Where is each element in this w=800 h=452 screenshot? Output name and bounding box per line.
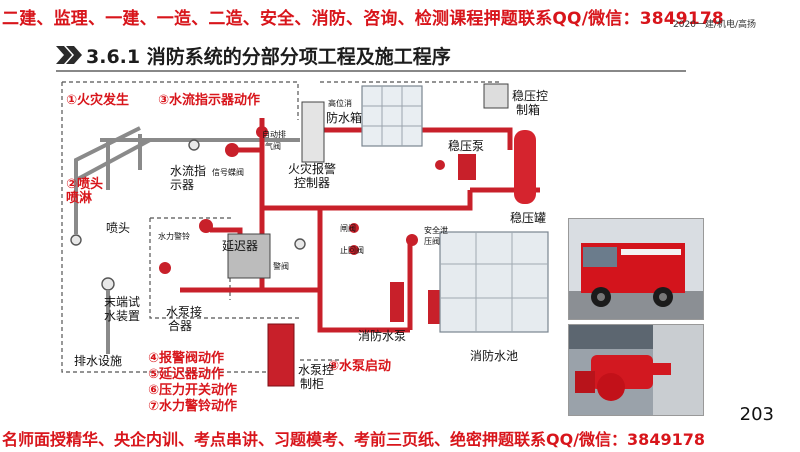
label-pump-connector-b: 合器 [168, 319, 193, 333]
label-signal-valve: 信号蝶阀 [212, 168, 244, 177]
pump-machine-icon [569, 325, 703, 415]
label-flow-indicator-b: 示器 [170, 178, 195, 192]
fire-pool [439, 231, 549, 333]
label-sprinkler: 喷头 [106, 221, 131, 235]
label-high-tank-a: 高位消 [328, 99, 352, 108]
label-drain: 排水设施 [74, 354, 123, 368]
fire-alarm-controller [301, 101, 325, 163]
title-divider [56, 70, 686, 72]
label-high-tank-b: 防水箱 [326, 111, 363, 125]
label-check-valve: 止回阀 [340, 246, 364, 255]
label-auto-vent-b: 气阀 [265, 142, 281, 151]
label-pump-connector-a: 水泵接 [166, 305, 203, 319]
label-gate-valve: 闸阀 [340, 224, 356, 233]
label-pump-cabinet-a: 水泵控 [298, 363, 335, 377]
label-alarm-valve: 警阀 [273, 262, 289, 271]
label-water-bell: 水力警铃 [158, 232, 190, 241]
pump-control-cabinet [267, 323, 295, 387]
step-2-label-a: ②喷头 [66, 177, 104, 192]
bottom-banner-text: 名师面授精华、央企内训、考点串讲、习题模考、考前三页纸、绝密押题联系QQ/微信：… [2, 430, 705, 449]
label-fire-controller-a: 火灾报警 [288, 162, 337, 176]
step-3-label: ③水流指示器动作 [158, 93, 261, 108]
step-6-label: ⑥压力开关动作 [148, 383, 238, 398]
double-chevron-icon [56, 46, 82, 64]
high-water-tank [361, 85, 423, 147]
label-test-device-b: 水装置 [104, 309, 141, 323]
fire-pump-units [390, 282, 442, 324]
label-auto-vent-a: 自动排 [262, 130, 286, 139]
fire-truck-icon [569, 219, 703, 319]
label-pressure-pump: 稳压泵 [448, 139, 485, 153]
alarm-valve-body [227, 233, 271, 279]
fire-pump-photo [568, 324, 704, 416]
label-safety-valve-b: 压阀 [424, 237, 440, 246]
label-pressure-box-a: 稳压控 [512, 89, 549, 103]
valve-markers [159, 126, 445, 274]
label-pump-cabinet-b: 制柜 [300, 377, 325, 391]
step-4-label: ④报警阀动作 [148, 351, 225, 366]
page-number: 203 [739, 404, 774, 425]
label-delay: 延迟器 [222, 239, 259, 253]
fire-truck-photo [568, 218, 704, 320]
pressure-pump [458, 154, 476, 180]
label-fire-pump: 消防水泵 [358, 329, 407, 343]
step-2-label-b: 喷淋 [66, 191, 93, 206]
pressure-control-box [483, 83, 509, 109]
label-pressure-tank: 稳压罐 [510, 211, 547, 225]
label-safety-valve-a: 安全泄 [424, 226, 448, 235]
label-pressure-box-b: 制箱 [516, 103, 541, 117]
pressure-tank [514, 130, 536, 204]
step-7-label: ⑦水力警铃动作 [148, 399, 238, 414]
slide-title-text: 3.6.1 消防系统的分部分项工程及施工程序 [86, 46, 451, 68]
label-fire-controller-b: 控制器 [294, 176, 331, 190]
label-flow-indicator-a: 水流指 [170, 164, 207, 178]
course-tag: 2020一建/机电/高扬 [673, 20, 756, 30]
step-5-label: ⑤延迟器动作 [148, 367, 225, 382]
step-8-label: ⑧水泵启动 [328, 359, 392, 374]
top-banner: 二建、监理、一建、一造、二造、安全、消防、咨询、检测课程押题联系QQ/微信：38… [0, 2, 800, 29]
bottom-banner: 名师面授精华、央企内训、考点串讲、习题模考、考前三页纸、绝密押题联系QQ/微信：… [0, 424, 800, 449]
label-test-device-a: 末端试 [104, 295, 141, 309]
top-banner-text: 二建、监理、一建、一造、二造、安全、消防、咨询、检测课程押题联系QQ/微信：38… [2, 9, 724, 29]
label-fire-pool: 消防水池 [470, 349, 519, 363]
step-1-label: ①火灾发生 [66, 93, 130, 108]
sprinkler-branches [74, 126, 300, 234]
